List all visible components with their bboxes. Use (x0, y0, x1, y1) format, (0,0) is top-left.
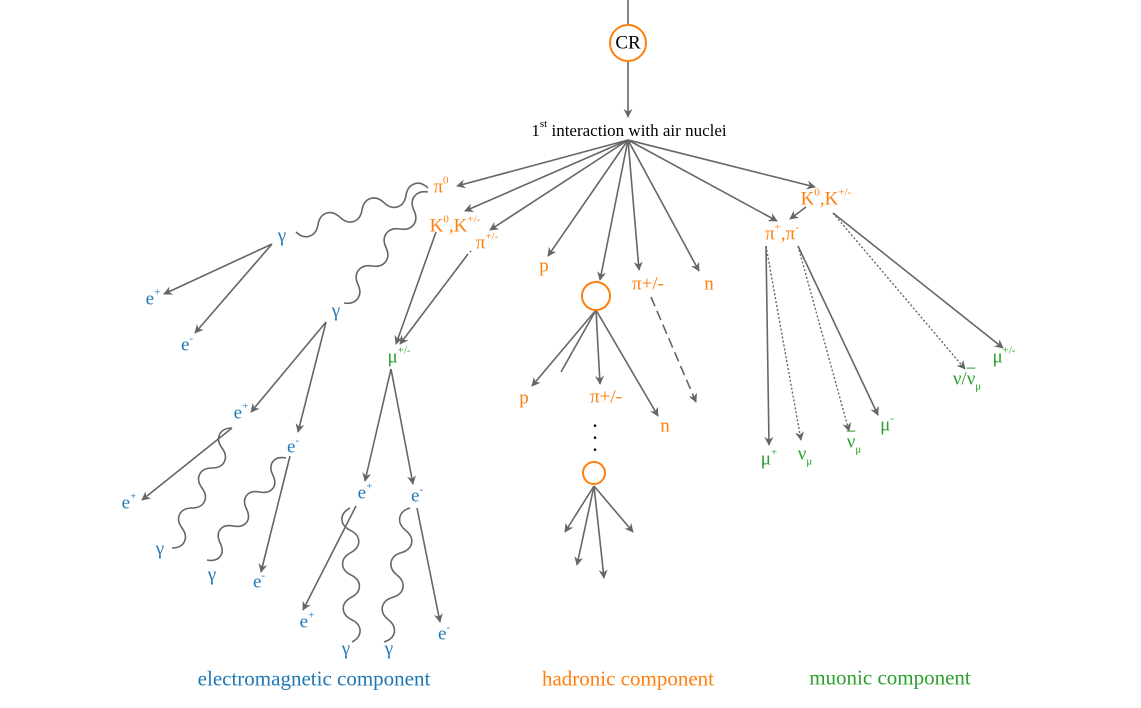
pion-to-nu-mu-dotted (765, 245, 804, 441)
node1-extra (560, 309, 597, 373)
gamma-label-4: γ (207, 564, 217, 586)
pion-to-mu-plus (764, 245, 774, 446)
electron4-to-gamma6-wavy (381, 507, 413, 643)
pi-pm-left-to-muon (399, 253, 469, 345)
hadron-interaction-node-2 (582, 461, 606, 485)
pi0-label: π0 (433, 174, 449, 198)
edge-vertex-pi-pm-left (489, 139, 629, 231)
positron4-to-gamma5-wavy (341, 507, 361, 643)
edge-vertex-pi0 (456, 139, 629, 189)
muon-to-positron (362, 368, 392, 482)
pi0-to-gamma2-wavy (343, 190, 429, 305)
gamma-label-3: γ (155, 538, 165, 560)
gamma-label-1: γ (277, 225, 287, 247)
first-interaction-label: 1st interaction with air nuclei (531, 118, 727, 140)
node1-to-proton (531, 309, 597, 387)
edge-vertex-neutron (627, 139, 700, 272)
pi-pm-left-arrow-in (469, 250, 472, 253)
muon-to-electron (390, 368, 416, 485)
cosmic-ray-node (609, 24, 647, 62)
muon-plus-label: μ+ (760, 446, 778, 470)
neutron-label-2: n (660, 415, 670, 437)
edge-vertex-pion (627, 139, 643, 271)
nu-slash-label: ν/νμ (952, 368, 982, 393)
pion-label-1: π+/- (632, 273, 664, 295)
positron2-to-positron3 (141, 427, 233, 501)
gamma1-to-electron (194, 243, 273, 334)
proton-label-2: p (519, 387, 529, 409)
edge-vertex-pions-right (627, 139, 778, 222)
nubar-mu-label: νμ (846, 431, 862, 456)
positron-label-2: e+ (233, 400, 249, 424)
muonic-component-caption: muonic component (809, 665, 971, 690)
electron2-to-electron3 (258, 455, 291, 573)
positron-label-3: e+ (121, 490, 137, 514)
hadron-interaction-node-1 (581, 281, 611, 311)
proton-label: p (539, 255, 549, 277)
pions-right-label: π+,π- (765, 221, 799, 245)
muon-label-right: μ+/- (992, 344, 1016, 368)
gamma-label-6: γ (384, 638, 394, 660)
hadronic-component-caption: hadronic component (541, 666, 715, 691)
electron-label-2: e- (286, 434, 300, 458)
gamma2-to-positron (250, 321, 327, 413)
kaons-right-to-muon (832, 212, 1004, 349)
node2-branch-mid (574, 485, 595, 566)
kaons-right-label: K0,K+/- (800, 186, 852, 210)
pion-to-neutron-dashed (650, 296, 697, 403)
muon-minus-label: μ- (880, 412, 894, 436)
node1-to-neutron (595, 309, 659, 417)
pion-to-mu-minus (797, 245, 879, 416)
electron2-to-gamma4-wavy (206, 456, 287, 562)
edge-vertex-proton (547, 139, 629, 257)
node1-to-pion (595, 309, 605, 385)
electron-label-1: e- (180, 332, 194, 356)
nu-mu-label: νμ (797, 443, 813, 468)
pion-label-2: π+/- (590, 386, 622, 408)
electron-label-3: e- (252, 569, 266, 593)
positron4-to-positron5 (302, 505, 357, 611)
cosmic-ray-label: CR (615, 32, 641, 54)
em-component-caption: electromagnetic component (197, 666, 431, 691)
node2-branch-midright (593, 485, 608, 579)
continuation-dots: · · · (591, 412, 599, 463)
electron4-to-electron5 (416, 507, 443, 623)
gamma2-to-electron (295, 321, 327, 433)
kaons-left-label: K0,K+/- (429, 213, 481, 237)
positron2-to-gamma3-wavy (171, 427, 233, 549)
gamma-label-5: γ (341, 638, 351, 660)
edge-vertex-hadron-node (597, 139, 629, 281)
gamma1-to-positron (163, 243, 273, 295)
neutron-label-1: n (704, 273, 714, 295)
pi-pm-left-label: π+/- (475, 230, 499, 254)
positron-label-1: e+ (145, 286, 161, 310)
positron-label-4: e+ (357, 480, 373, 504)
kaons-left-to-muon (394, 231, 437, 345)
electron-label-4: e- (410, 483, 424, 507)
pi0-to-gamma1-wavy (295, 182, 429, 238)
muon-label-left: μ+/- (387, 344, 411, 368)
kaons-right-to-pions (789, 206, 807, 220)
gamma-label-2: γ (331, 300, 341, 322)
edge-vertex-kaons-left (464, 139, 629, 212)
edge-vertex-kaons-right (627, 139, 816, 190)
node2-branch-right (593, 485, 634, 533)
positron-label-5: e+ (299, 609, 315, 633)
electron-label-5: e- (437, 621, 451, 645)
node2-branch-left (564, 485, 595, 533)
